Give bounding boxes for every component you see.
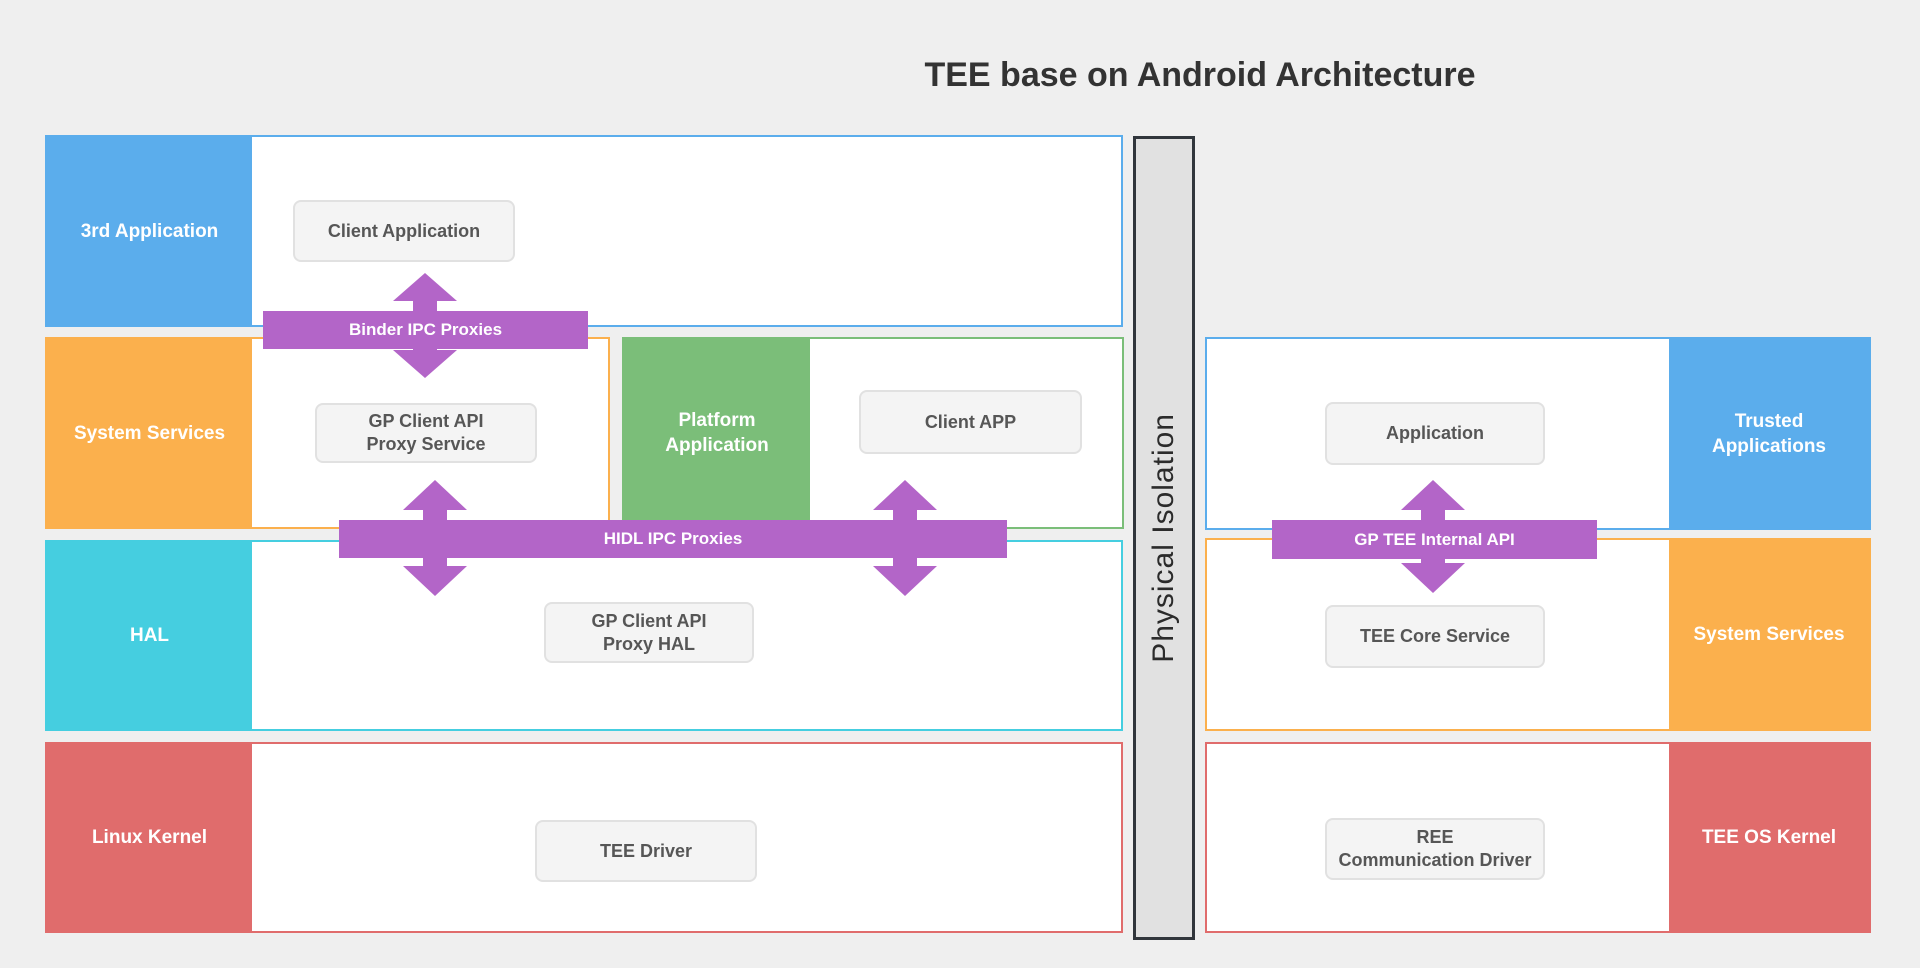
node-client-app: Client APP bbox=[859, 390, 1082, 454]
connector-binder-ipc-proxies: Binder IPC Proxies bbox=[263, 311, 588, 349]
diagram-title: TEE base on Android Architecture bbox=[924, 56, 1476, 94]
node-line1: GP Client API bbox=[368, 411, 484, 431]
row-label-trusted-applications: Trusted Applications bbox=[1669, 339, 1869, 528]
ree-row-3rd-application: 3rd Application bbox=[45, 135, 1123, 327]
node-tee-core-service: TEE Core Service bbox=[1325, 605, 1545, 668]
node-client-application: Client Application bbox=[293, 200, 515, 262]
row-label-system-services: System Services bbox=[47, 339, 252, 527]
node-line1: REE bbox=[1416, 827, 1454, 847]
node-ree-communication-driver: REE Communication Driver bbox=[1325, 818, 1545, 880]
row-label-tee-os-kernel: TEE OS Kernel bbox=[1669, 744, 1869, 931]
node-line2: Communication Driver bbox=[1338, 850, 1532, 870]
node-gp-client-api-proxy-service: GP Client API Proxy Service bbox=[315, 403, 537, 463]
row-label-platform-application: Platform Application bbox=[624, 339, 810, 527]
row-label-tee-system-services: System Services bbox=[1669, 540, 1869, 729]
trusted-label-line2: Applications bbox=[1711, 435, 1826, 457]
node-line2: Proxy Service bbox=[366, 434, 486, 454]
physical-isolation-bar: Physical Isolation bbox=[1133, 136, 1195, 940]
connector-gp-tee-internal-api: GP TEE Internal API bbox=[1272, 520, 1597, 559]
node-application: Application bbox=[1325, 402, 1545, 465]
physical-isolation-label: Physical Isolation bbox=[1147, 413, 1180, 663]
node-line2: Proxy HAL bbox=[602, 633, 696, 654]
connector-hidl-ipc-proxies: HIDL IPC Proxies bbox=[339, 520, 1007, 558]
trusted-label-line1: Trusted bbox=[1734, 410, 1804, 432]
node-tee-driver: TEE Driver bbox=[535, 820, 757, 882]
row-label-hal: HAL bbox=[47, 542, 252, 729]
platform-label-line2: Application bbox=[665, 435, 769, 456]
node-gp-client-api-proxy-hal: GP Client API Proxy HAL bbox=[544, 602, 754, 663]
row-label-linux-kernel: Linux Kernel bbox=[47, 744, 252, 931]
tee-row-system-services: System Services bbox=[1205, 538, 1871, 731]
row-label-3rd-application: 3rd Application bbox=[47, 137, 252, 325]
node-line1: GP Client API bbox=[591, 610, 707, 631]
platform-label-line1: Platform bbox=[678, 410, 756, 431]
